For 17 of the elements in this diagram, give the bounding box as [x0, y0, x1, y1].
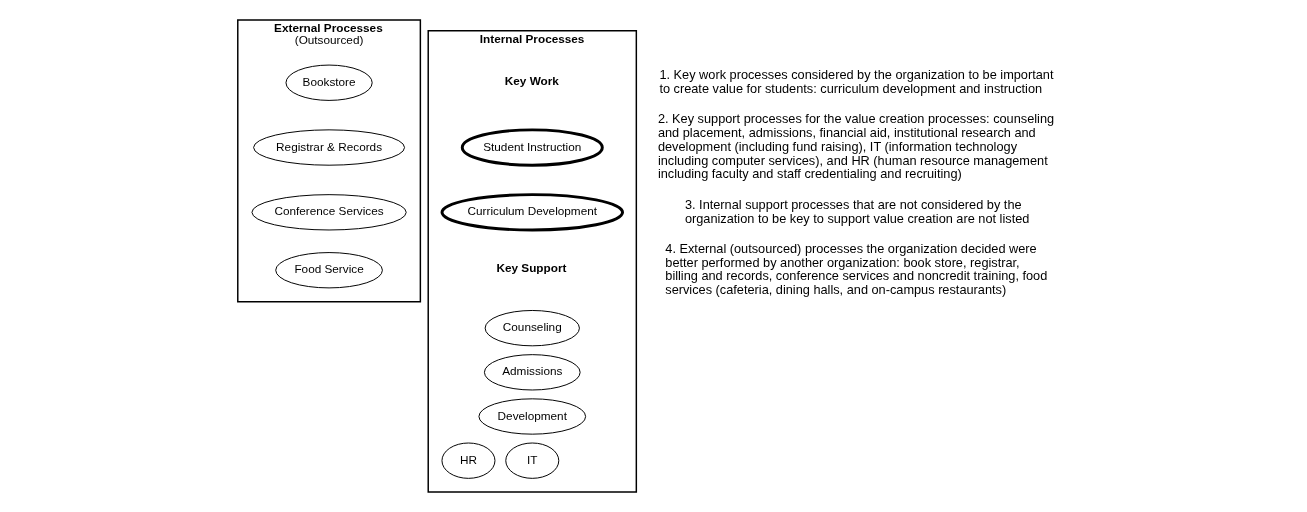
label: 2. Key support processes for the value creation processes: counseling and placement, admissions, financial aid, institutional research and development (including fund raising), IT (information technology including computer services), and HR (human resource management including faculty and staff credentialing and recruiting)	[657, 111, 1054, 182]
label: Key Work	[504, 73, 559, 87]
node-ellipse: Registrar & Records	[252, 129, 405, 166]
label: 3. Internal support processes that are not considered by the organization to be key to support value creation are not listed	[684, 196, 1029, 226]
label: 4. External (outsourced) processes the organization decided were better performed by another organization: book store, registrar, billing and records, conference services and noncredit training, food services (cafeteria, dining halls, and on-campus restaurants)	[664, 240, 1047, 298]
node-ellipse: IT	[504, 442, 559, 479]
node-ellipse: Conference Services	[250, 194, 407, 231]
label: Key Support	[495, 261, 566, 275]
node-ellipse: Bookstore	[285, 64, 373, 101]
node-ellipse: Food Service	[274, 252, 383, 289]
node-ellipse: Curriculum Development	[440, 193, 624, 232]
node-ellipse: Admissions	[483, 354, 581, 391]
node-ellipse: HR	[440, 442, 495, 479]
node-ellipse: Development	[477, 398, 586, 435]
node-ellipse: Counseling	[484, 310, 580, 347]
node-ellipse: Student Instruction	[460, 128, 604, 167]
label: 1. Key work processes considered by the organization to be important to create value for students: curriculum development and instruction	[658, 67, 1053, 96]
